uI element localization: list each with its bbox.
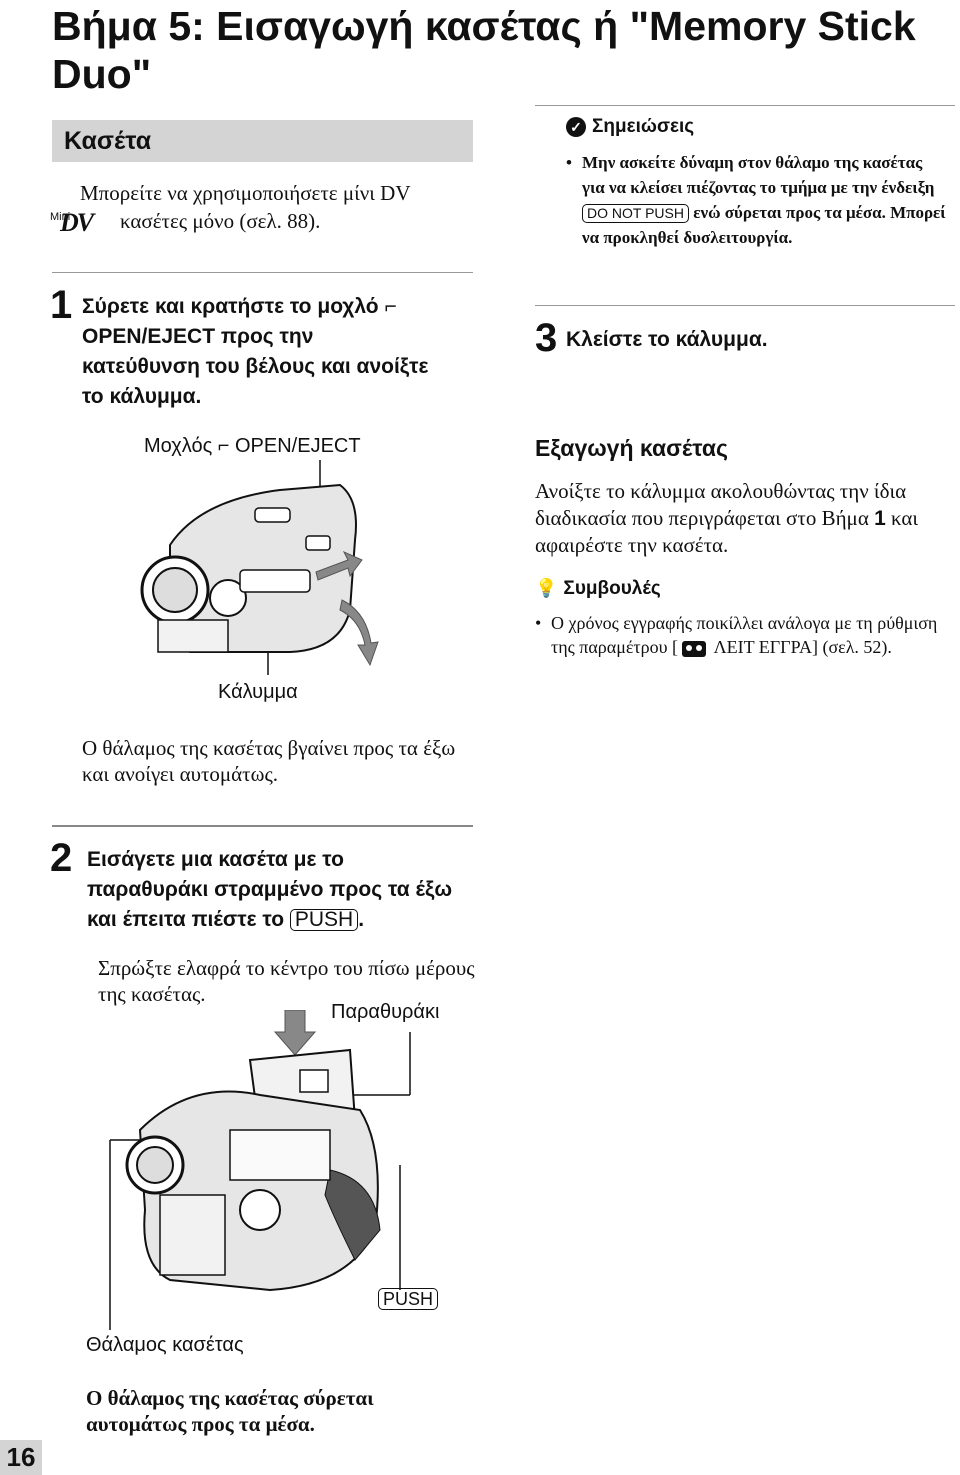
divider-notes-top [535, 105, 955, 106]
intro-paragraph: Μπορείτε να χρησιμοποιήσετε μίνι DV Mini… [50, 180, 480, 236]
divider-step2 [52, 825, 473, 827]
notes-text-a: Μην ασκείτε δύναμη στον θάλαμο της κασέτ… [582, 153, 935, 197]
minidv-logo-big: DV [60, 208, 94, 237]
fig2-label-push: PUSH [378, 1288, 439, 1310]
camera-illustration-open-cover [140, 460, 379, 675]
step-2-text: Εισάγετε μια κασέτα με το παραθυράκι στρ… [87, 848, 453, 931]
camera-illustration-cassette-insert [109, 1010, 411, 1330]
notes-item: Μην ασκείτε δύναμη στον θάλαμο της κασέτ… [566, 150, 946, 250]
eject-heading: Εξαγωγή κασέτας [535, 435, 728, 461]
step-2-subtext: Σπρώξτε ελαφρά το κέντρο του πίσω μέρους… [98, 956, 475, 1006]
step-3-number: 3 [535, 316, 558, 360]
fig1-label-lever: Μοχλός ⌐ OPEN/EJECT [144, 435, 361, 457]
step-2-number: 2 [50, 836, 73, 880]
push-key-figure: PUSH [378, 1288, 439, 1310]
divider-notes-bottom [535, 305, 955, 306]
step-1-number: 1 [50, 283, 73, 327]
tips-text-a: Ο χρόνος εγγραφής ποικίλλει ανάλογα με τ… [551, 613, 938, 657]
tips-lightbulb-icon: 💡 [535, 578, 558, 598]
eject-text-b: και αφαιρέστε την κασέτα. [535, 506, 919, 557]
notes-text-b: ενώ σύρεται προς τα μέσα. Μπορεί να προκ… [582, 203, 946, 247]
minidv-logo-small: Mini [50, 211, 71, 223]
minidv-logo: Mini DV [50, 206, 94, 236]
notes-list: Μην ασκείτε δύναμη στον θάλαμο της κασέτ… [566, 150, 946, 250]
tips-heading-row: 💡Συμβουλές [535, 578, 661, 600]
notes-heading-row: ✓ Σημειώσεις [566, 116, 694, 138]
do-not-push-key: DO NOT PUSH [582, 204, 689, 223]
eject-step-ref: 1 [874, 507, 886, 530]
fig1-label-cover: Κάλυμμα [218, 681, 298, 703]
push-key-inline: PUSH [289, 909, 359, 931]
tips-item: Ο χρόνος εγγραφής ποικίλλει ανάλογα με τ… [535, 611, 955, 659]
notes-heading: Σημειώσεις [592, 116, 695, 137]
eject-paragraph: Ανοίξτε το κάλυμμα ακολουθώντας την ίδια… [535, 478, 955, 559]
eject-text-a: Ανοίξτε το κάλυμμα ακολουθώντας την ίδια… [535, 479, 907, 530]
step-3-text: Κλείστε το κάλυμμα. [566, 328, 768, 351]
intro-line-1: Μπορείτε να χρησιμοποιήσετε μίνι DV [80, 181, 411, 205]
tips-list: Ο χρόνος εγγραφής ποικίλλει ανάλογα με τ… [535, 611, 955, 659]
tips-text-b: ΛΕΙΤ ΕΓΓΡΑ] (σελ. 52). [713, 637, 892, 657]
intro-line-2: κασέτες μόνο (σελ. 88). [120, 209, 321, 233]
step-1-text: Σύρετε και κρατήστε το μοχλό ⌐ OPEN/EJEC… [82, 295, 429, 408]
step-2-text-end: . [358, 908, 365, 931]
fig2-label-compartment: Θάλαμος κασέτας [86, 1334, 244, 1356]
page-title: Βήμα 5: Εισαγωγή κασέτας ή "Memory Stick… [52, 3, 916, 97]
page-number: 16 [0, 1440, 42, 1475]
step-2-text-block: Εισάγετε μια κασέτα με το παραθυράκι στρ… [87, 845, 467, 935]
notes-icon: ✓ [566, 117, 586, 137]
cassette-tape-icon [682, 640, 707, 657]
divider-intro [52, 272, 473, 273]
section-heading-cassette: Κασέτα [52, 120, 473, 162]
tips-heading: Συμβουλές [563, 578, 661, 599]
fig2-caption: Ο θάλαμος της κασέτας σύρεται αυτομάτως … [86, 1386, 374, 1436]
fig2-label-window: Παραθυράκι [331, 1001, 440, 1023]
fig1-caption: Ο θάλαμος της κασέτας βγαίνει προς τα έξ… [82, 736, 456, 786]
